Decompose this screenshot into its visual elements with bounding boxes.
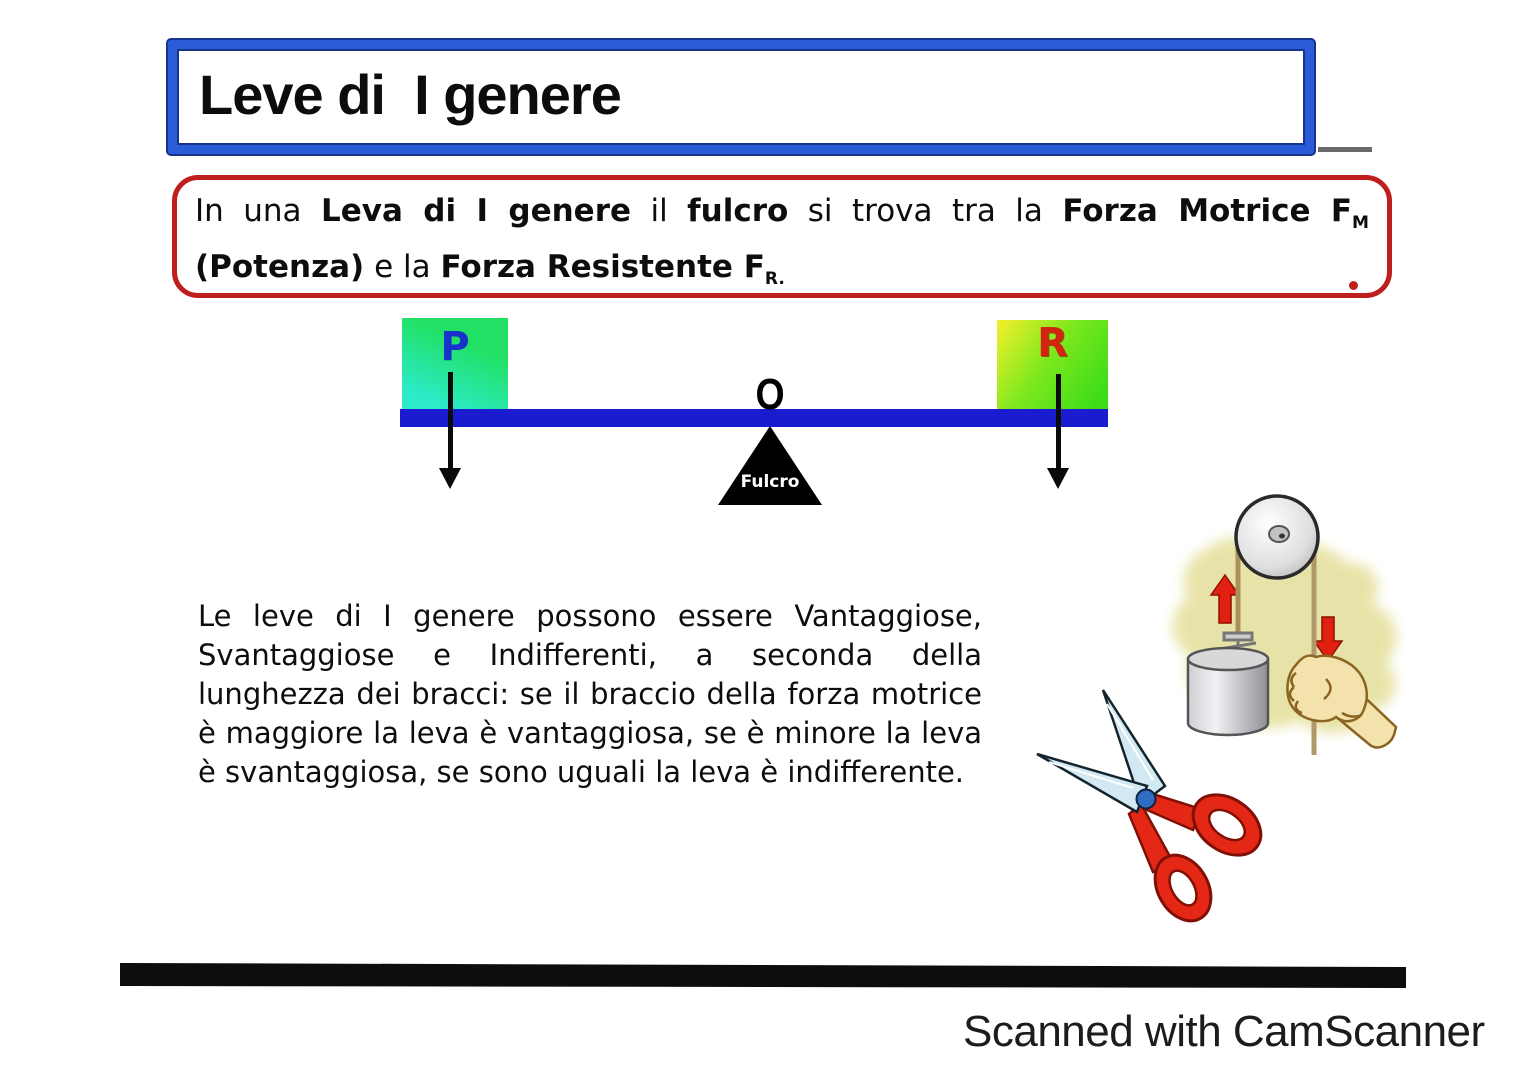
camscanner-credit: Scanned with CamScanner: [963, 1007, 1485, 1056]
power-force-arrow: [448, 372, 453, 470]
power-label: P: [440, 324, 470, 370]
scan-artifact-dot: [1349, 281, 1358, 290]
scissors-illustration: [1036, 689, 1263, 923]
resistance-force-arrowhead: [1047, 468, 1069, 489]
scan-artifact-dash: [1318, 147, 1372, 152]
bottom-scan-bar: [120, 963, 1406, 988]
pulley-illustration: [1172, 494, 1398, 755]
definition-line-1: In una Leva di I genere il fulcro si tro…: [195, 193, 1369, 234]
scissors-handles: [1127, 792, 1263, 923]
hand: [1286, 654, 1398, 749]
definition-line-2: (Potenza) e la Forza Resistente FR.: [195, 249, 785, 290]
power-force-arrowhead: [439, 468, 461, 489]
lever-bar: [400, 409, 1108, 427]
weight-cylinder: [1186, 646, 1270, 737]
resistance-force-arrow: [1056, 374, 1061, 470]
resistance-label: R: [1037, 320, 1068, 366]
definition-box: In una Leva di I genere il fulcro si tro…: [172, 175, 1392, 298]
body-paragraph: Le leve di I genere possono essere Vanta…: [198, 599, 982, 789]
resistance-weight-box: R: [997, 320, 1108, 412]
pivot-point-label: O: [755, 370, 785, 419]
power-weight-box: P: [402, 318, 508, 410]
title-box: Leve di I genere: [168, 40, 1314, 154]
page-title: Leve di I genere: [199, 62, 622, 126]
fulcrum-triangle: [718, 426, 822, 505]
pulley-wheel: [1234, 494, 1320, 580]
fulcrum-label: Fulcro: [740, 472, 800, 492]
scissors-pivot: [1135, 788, 1157, 810]
